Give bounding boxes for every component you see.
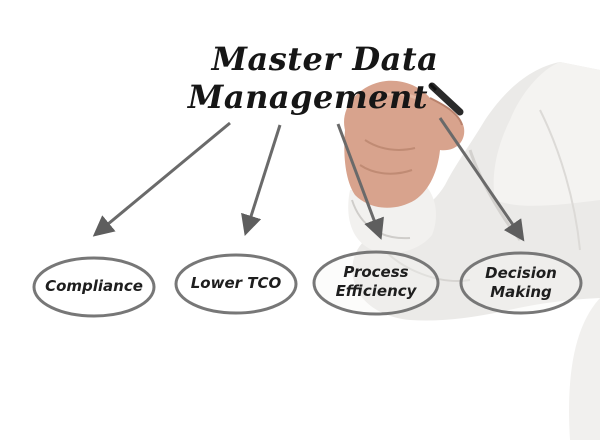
node-compliance-line-1: Compliance: [45, 277, 143, 295]
ellipse-compliance: [32, 256, 156, 318]
diagram-title-line-2: Management: [187, 78, 429, 116]
ellipse-decision-making: [459, 251, 583, 315]
node-process-efficiency-line-1: Process: [343, 263, 409, 281]
arrow-to-decision-making: [438, 117, 525, 242]
node-label-lower-tco: Lower TCO: [176, 274, 296, 293]
node-label-compliance: Compliance: [34, 277, 154, 296]
ellipse-process-efficiency: [312, 250, 440, 316]
arrow-to-lower-tco: [241, 124, 282, 237]
arrow-to-process-efficiency: [336, 123, 384, 240]
ellipse-lower-tco: [174, 253, 298, 315]
node-decision-making-line-2: Making: [490, 283, 552, 301]
node-label-decision-making: Decision Making: [461, 264, 581, 302]
hand: [344, 80, 465, 208]
node-label-process-efficiency: Process Efficiency: [316, 263, 436, 301]
node-process-efficiency-line-2: Efficiency: [335, 282, 417, 300]
diagram-title-line-1: Master Data: [211, 40, 439, 78]
arrow-to-compliance: [92, 121, 231, 237]
node-decision-making-line-1: Decision: [485, 264, 557, 282]
node-lower-tco-line-1: Lower TCO: [190, 274, 282, 292]
node-ellipses: [32, 250, 583, 318]
